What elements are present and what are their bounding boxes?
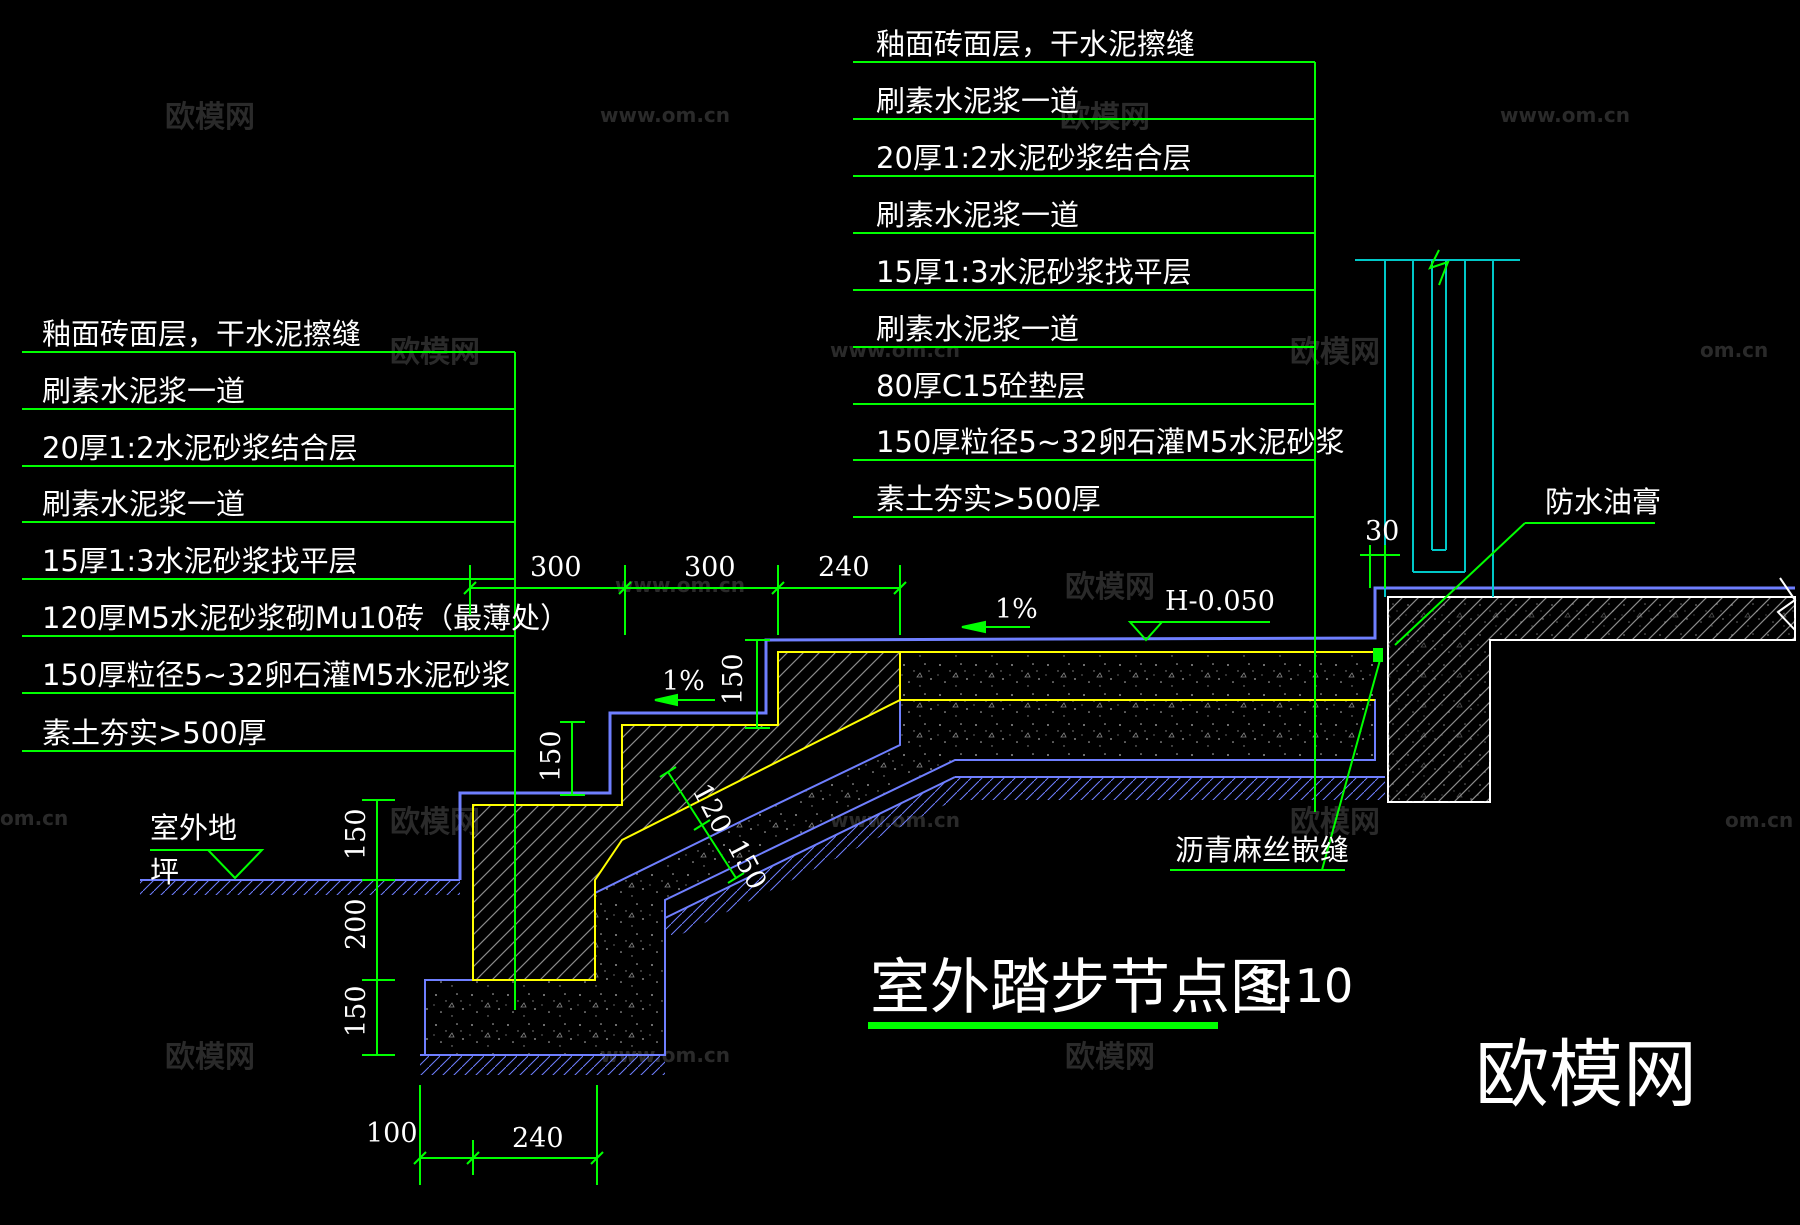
gap-dimension [1360, 545, 1400, 588]
logo: 欧模网 [1475, 1032, 1697, 1118]
drawing-scale: 1:10 [1250, 959, 1353, 1013]
watermark-url: www.om.cn [600, 103, 730, 127]
right-layer-label: 刷素水泥浆一道 [876, 312, 1079, 346]
watermark-cn: 欧模网 [165, 100, 255, 135]
left-layer-label: 釉面砖面层，干水泥擦缝 [42, 317, 361, 351]
left-layer-label: 刷素水泥浆一道 [42, 374, 245, 408]
left-leader-lines [22, 351, 516, 1010]
right-leader-lines [853, 61, 1316, 812]
left-layer-label: 刷素水泥浆一道 [42, 487, 245, 521]
right-layer-label: 刷素水泥浆一道 [876, 198, 1079, 232]
right-layer-label: 素土夯实>500厚 [876, 482, 1101, 516]
finish-surface [458, 586, 1795, 880]
ground-label-1: 室外地 [150, 811, 237, 845]
right-layer-label: 15厚1:3水泥砂浆找平层 [876, 255, 1192, 289]
dim-top-3: 240 [818, 552, 870, 583]
watermark-url: www.om.cn [1500, 103, 1630, 127]
right-layer-label: 150厚粒径5~32卵石灌M5水泥砂浆 [876, 425, 1344, 459]
waterproof-label: 防水油膏 [1545, 485, 1661, 519]
concrete-cushion [900, 652, 1375, 700]
slab-dims [659, 766, 745, 884]
dim-step-rise-1: 150 [718, 653, 749, 705]
dim-left-3: 150 [341, 985, 372, 1037]
left-vertical-dims [362, 799, 395, 1056]
ground-level-mark [150, 849, 265, 880]
slope-top-label: 1% [995, 594, 1038, 625]
dim-bottom-1: 100 [366, 1118, 418, 1149]
break-line-right [1776, 577, 1797, 631]
left-layer-labels: 釉面砖面层，干水泥擦缝 刷素水泥浆一道 20厚1:2水泥砂浆结合层 刷素水泥浆一… [42, 317, 569, 750]
right-layer-label: 20厚1:2水泥砂浆结合层 [876, 141, 1192, 175]
left-layer-label: 150厚粒径5~32卵石灌M5水泥砂浆 [42, 658, 510, 692]
dim-left-2: 200 [341, 898, 372, 950]
left-layer-label: 20厚1:2水泥砂浆结合层 [42, 431, 358, 465]
ground-label-2: 坪 [150, 855, 179, 889]
annotation-leaders [1170, 522, 1655, 871]
watermark-cn: 欧模网 [390, 805, 480, 840]
dim-top-2: 300 [684, 552, 736, 583]
elevation-mark [1127, 621, 1270, 642]
right-layer-label: 80厚C15砼垫层 [876, 369, 1086, 403]
earth-fill [140, 777, 1385, 1075]
brick-masonry [472, 651, 901, 981]
left-layer-label: 15厚1:3水泥砂浆找平层 [42, 544, 358, 578]
step-rise-dims [560, 639, 770, 796]
watermark-url-fragment: om.cn [1725, 808, 1793, 832]
watermark-cn: 欧模网 [1290, 335, 1380, 370]
bottom-dimension [413, 1085, 604, 1185]
asphalt-joint-label: 沥青麻丝嵌缝 [1175, 833, 1349, 867]
watermark-cn: 欧模网 [165, 1040, 255, 1075]
dim-bottom-2: 240 [512, 1123, 564, 1154]
watermark-cn: 欧模网 [1065, 570, 1155, 605]
watermark-url-fragment: om.cn [1700, 338, 1768, 362]
watermark-url: www.om.cn [615, 573, 745, 597]
dim-step-rise-2: 150 [536, 730, 567, 782]
gap-label: 30 [1365, 516, 1399, 547]
watermark-cn: 欧模网 [1065, 1040, 1155, 1075]
wall [1355, 259, 1520, 597]
elevation-label: H-0.050 [1165, 586, 1275, 617]
top-dimension [463, 565, 907, 635]
left-layer-label: 120厚M5水泥砂浆砌Mu10砖（最薄处） [42, 601, 569, 635]
slope-step-label: 1% [662, 666, 705, 697]
title-underline [868, 1022, 1218, 1029]
slope-marks [654, 620, 1030, 707]
joint-filler [1373, 648, 1383, 662]
left-layer-label: 素土夯实>500厚 [42, 716, 267, 750]
watermark-cn: 欧模网 [1060, 100, 1150, 135]
right-layer-labels: 釉面砖面层，干水泥擦缝 刷素水泥浆一道 20厚1:2水泥砂浆结合层 刷素水泥浆一… [876, 27, 1344, 516]
right-layer-label: 釉面砖面层，干水泥擦缝 [876, 27, 1195, 61]
break-line-wall [1428, 249, 1450, 286]
foundation-conc-texture [1388, 597, 1795, 802]
dim-left-1: 150 [341, 808, 372, 860]
watermark-url-fragment: om.cn [0, 806, 68, 830]
right-layer-label: 刷素水泥浆一道 [876, 84, 1079, 118]
dim-top-1: 300 [530, 552, 582, 583]
drawing-title: 室外踏步节点图 [870, 953, 1290, 1023]
watermark-url: www.om.cn [830, 338, 960, 362]
